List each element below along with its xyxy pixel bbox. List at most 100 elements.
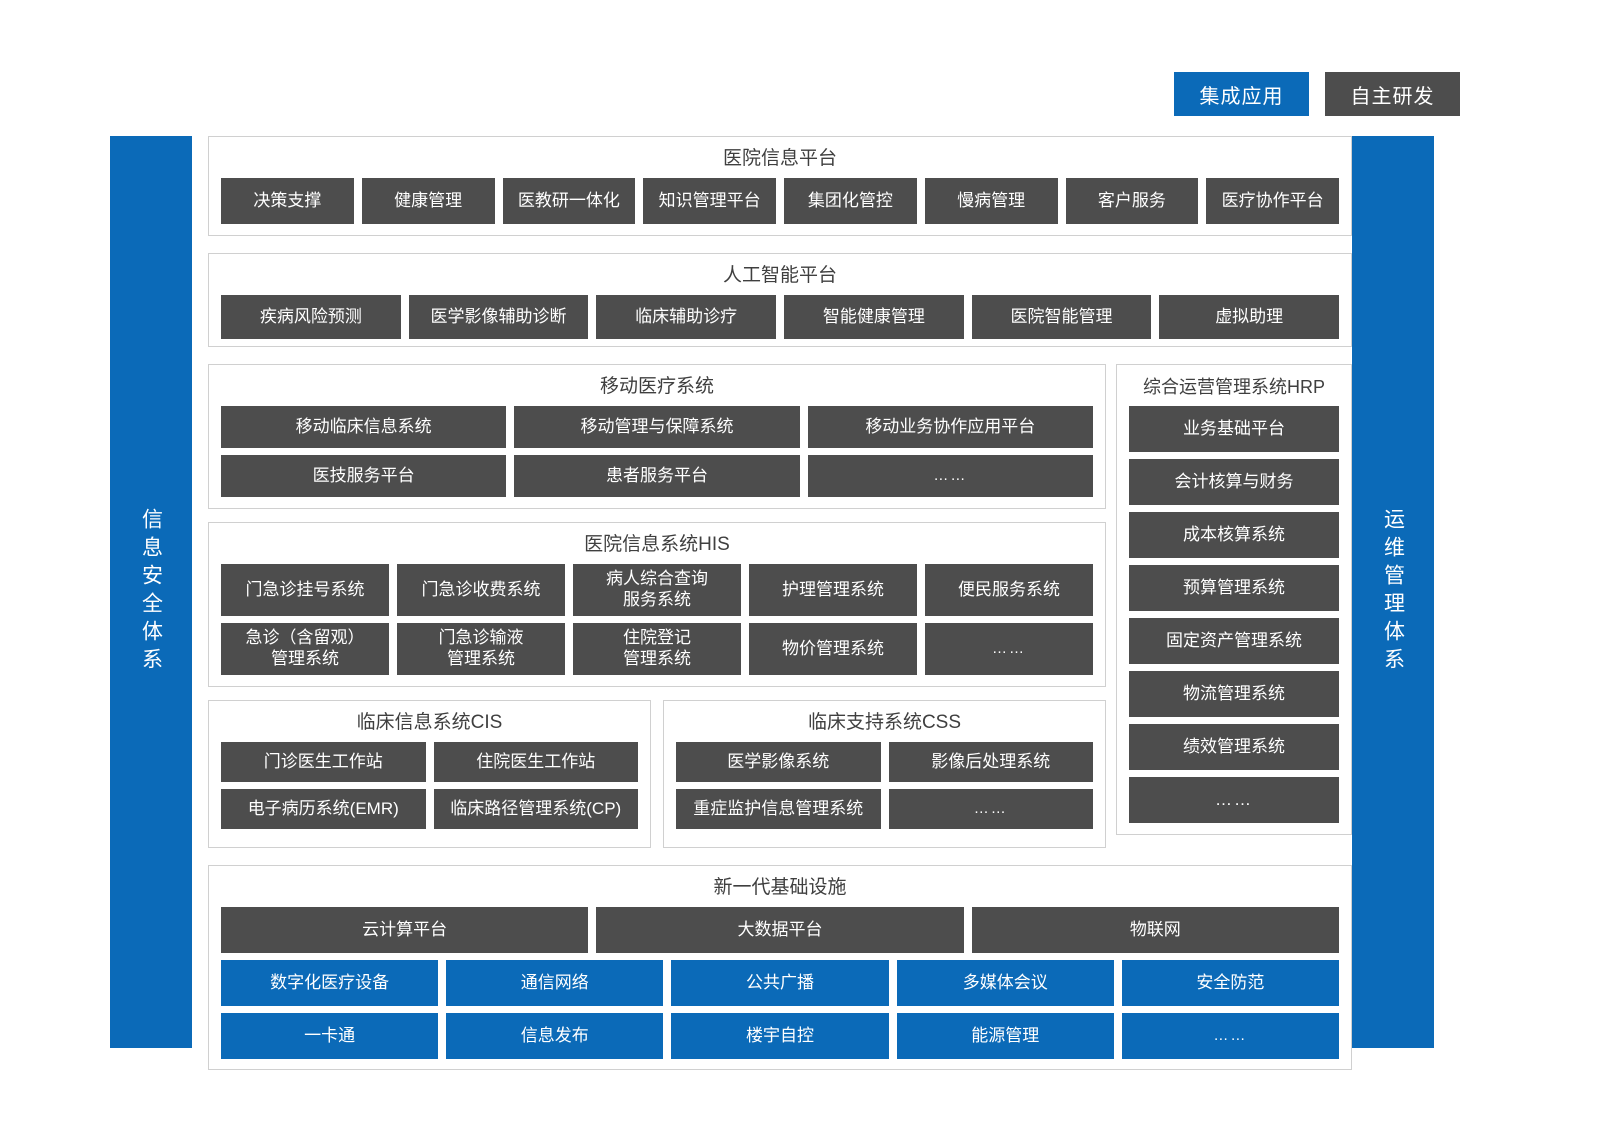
legend-self-developed: 自主研发 xyxy=(1325,72,1460,116)
panel-hospital-information-platform: 医院信息平台 决策支撑 健康管理 医教研一体化 知识管理平台 集团化管控 慢病管… xyxy=(208,136,1352,236)
item-performance-management-system[interactable]: 绩效管理系统 xyxy=(1129,724,1339,770)
item-inpatient-doctor-workstation[interactable]: 住院医生工作站 xyxy=(433,742,638,782)
legend: 集成应用 自主研发 xyxy=(1174,72,1460,116)
item-health-management[interactable]: 健康管理 xyxy=(361,178,495,224)
item-outpatient-charging-system[interactable]: 门急诊收费系统 xyxy=(397,564,565,616)
hrp-list: 业务基础平台 会计核算与财务 成本核算系统 预算管理系统 固定资产管理系统 物流… xyxy=(1129,406,1339,823)
panel-title-hospital-information-platform: 医院信息平台 xyxy=(722,148,837,169)
infra-row-1: 云计算平台 大数据平台 物联网 xyxy=(221,907,1339,953)
item-inpatient-registration-system[interactable]: 住院登记 管理系统 xyxy=(573,623,741,675)
hip-row: 决策支撑 健康管理 医教研一体化 知识管理平台 集团化管控 慢病管理 客户服务 … xyxy=(221,178,1339,224)
item-information-release[interactable]: 信息发布 xyxy=(446,1013,664,1059)
item-css-more[interactable]: …… xyxy=(888,789,1093,829)
item-communication-network[interactable]: 通信网络 xyxy=(446,960,664,1006)
panel-title-css: 临床支持系统CSS xyxy=(807,712,962,733)
item-mobile-management-support-system[interactable]: 移动管理与保障系统 xyxy=(514,406,800,448)
panel-title-infrastructure: 新一代基础设施 xyxy=(713,877,847,898)
item-cost-accounting-system[interactable]: 成本核算系统 xyxy=(1129,512,1339,558)
panel-title-his: 医院信息系统HIS xyxy=(584,534,730,555)
mobile-row-1: 移动临床信息系统 移动管理与保障系统 移动业务协作应用平台 xyxy=(221,406,1093,448)
item-mobile-clinical-information-system[interactable]: 移动临床信息系统 xyxy=(221,406,507,448)
item-internet-of-things[interactable]: 物联网 xyxy=(971,907,1339,953)
item-customer-service[interactable]: 客户服务 xyxy=(1065,178,1199,224)
his-row-2: 急诊（含留观） 管理系统 门急诊输液 管理系统 住院登记 管理系统 物价管理系统… xyxy=(221,623,1093,675)
item-mobile-more[interactable]: …… xyxy=(807,455,1093,497)
item-patient-inquiry-service-system[interactable]: 病人综合查询 服务系统 xyxy=(573,564,741,616)
legend-integrated-application: 集成应用 xyxy=(1174,72,1309,116)
item-outpatient-registration-system[interactable]: 门急诊挂号系统 xyxy=(221,564,389,616)
item-multimedia-conference[interactable]: 多媒体会议 xyxy=(896,960,1114,1006)
mid-region: 移动医疗系统 移动临床信息系统 移动管理与保障系统 移动业务协作应用平台 医技服… xyxy=(208,364,1352,848)
item-image-post-processing-system[interactable]: 影像后处理系统 xyxy=(888,742,1093,782)
item-medical-imaging-diagnosis[interactable]: 医学影像辅助诊断 xyxy=(408,295,589,339)
css-row-2: 重症监护信息管理系统 …… xyxy=(676,789,1093,829)
item-public-broadcasting[interactable]: 公共广播 xyxy=(671,960,889,1006)
mid-left-column: 移动医疗系统 移动临床信息系统 移动管理与保障系统 移动业务协作应用平台 医技服… xyxy=(208,364,1106,848)
item-budget-management-system[interactable]: 预算管理系统 xyxy=(1129,565,1339,611)
sidebar-left-label: 信息安全体系 xyxy=(139,508,163,676)
panel-title-cis: 临床信息系统CIS xyxy=(356,712,503,733)
item-chronic-disease-management[interactable]: 慢病管理 xyxy=(924,178,1058,224)
his-row-1: 门急诊挂号系统 门急诊收费系统 病人综合查询 服务系统 护理管理系统 便民服务系… xyxy=(221,564,1093,616)
item-icu-information-system[interactable]: 重症监护信息管理系统 xyxy=(676,789,881,829)
sidebar-operations-management: 运维管理体系 xyxy=(1352,136,1434,1048)
infra-row-2: 数字化医疗设备 通信网络 公共广播 多媒体会议 安全防范 xyxy=(221,960,1340,1006)
item-emergency-observation-system[interactable]: 急诊（含留观） 管理系统 xyxy=(221,623,389,675)
item-medical-education-research[interactable]: 医教研一体化 xyxy=(502,178,636,224)
panel-mobile-medical-system: 移动医疗系统 移动临床信息系统 移动管理与保障系统 移动业务协作应用平台 医技服… xyxy=(208,364,1106,509)
item-his-more[interactable]: …… xyxy=(925,623,1093,675)
item-outpatient-infusion-system[interactable]: 门急诊输液 管理系统 xyxy=(397,623,565,675)
item-clinical-pathway-system[interactable]: 临床路径管理系统(CP) xyxy=(433,789,638,829)
item-business-base-platform[interactable]: 业务基础平台 xyxy=(1129,406,1339,452)
item-group-management-control[interactable]: 集团化管控 xyxy=(784,178,917,224)
item-clinical-decision-support[interactable]: 临床辅助诊疗 xyxy=(596,295,777,339)
panel-title-hrp: 综合运营管理系统HRP xyxy=(1142,377,1325,397)
ai-row: 疾病风险预测 医学影像辅助诊断 临床辅助诊疗 智能健康管理 医院智能管理 虚拟助… xyxy=(221,295,1340,339)
item-cloud-computing-platform[interactable]: 云计算平台 xyxy=(221,907,589,953)
item-knowledge-management-platform[interactable]: 知识管理平台 xyxy=(643,178,776,224)
item-medical-technology-service-platform[interactable]: 医技服务平台 xyxy=(221,455,507,497)
panel-cis: 临床信息系统CIS 门诊医生工作站 住院医生工作站 电子病历系统(EMR) 临床… xyxy=(208,700,651,848)
item-outpatient-doctor-workstation[interactable]: 门诊医生工作站 xyxy=(221,742,426,782)
panel-ai-platform: 人工智能平台 疾病风险预测 医学影像辅助诊断 临床辅助诊疗 智能健康管理 医院智… xyxy=(208,253,1352,347)
panel-title-mobile-medical-system: 移动医疗系统 xyxy=(599,376,714,397)
panel-css: 临床支持系统CSS 医学影像系统 影像后处理系统 重症监护信息管理系统 …… xyxy=(663,700,1106,848)
item-mobile-business-collaboration-platform[interactable]: 移动业务协作应用平台 xyxy=(807,406,1093,448)
item-disease-risk-prediction[interactable]: 疾病风险预测 xyxy=(221,295,401,339)
item-infra-more[interactable]: …… xyxy=(1121,1013,1340,1059)
item-hospital-intelligent-management[interactable]: 医院智能管理 xyxy=(971,295,1152,339)
item-price-management-system[interactable]: 物价管理系统 xyxy=(749,623,917,675)
item-emr-system[interactable]: 电子病历系统(EMR) xyxy=(221,789,426,829)
item-patient-service-platform[interactable]: 患者服务平台 xyxy=(514,455,800,497)
item-energy-management[interactable]: 能源管理 xyxy=(896,1013,1114,1059)
item-logistics-management-system[interactable]: 物流管理系统 xyxy=(1129,671,1339,717)
mobile-row-2: 医技服务平台 患者服务平台 …… xyxy=(221,455,1093,497)
item-all-in-one-card[interactable]: 一卡通 xyxy=(221,1013,439,1059)
item-convenience-service-system[interactable]: 便民服务系统 xyxy=(925,564,1093,616)
item-fixed-asset-management-system[interactable]: 固定资产管理系统 xyxy=(1129,618,1339,664)
infra-row-3: 一卡通 信息发布 楼宇自控 能源管理 …… xyxy=(221,1013,1340,1059)
cis-row-1: 门诊医生工作站 住院医生工作站 xyxy=(221,742,638,782)
panel-infrastructure: 新一代基础设施 云计算平台 大数据平台 物联网 数字化医疗设备 通信网络 公共广… xyxy=(208,865,1352,1070)
item-accounting-finance[interactable]: 会计核算与财务 xyxy=(1129,459,1339,505)
item-medical-imaging-system[interactable]: 医学影像系统 xyxy=(676,742,881,782)
sidebar-right-label: 运维管理体系 xyxy=(1381,508,1405,676)
cis-css-region: 临床信息系统CIS 门诊医生工作站 住院医生工作站 电子病历系统(EMR) 临床… xyxy=(208,700,1106,848)
panel-title-ai-platform: 人工智能平台 xyxy=(722,265,837,286)
item-digital-medical-equipment[interactable]: 数字化医疗设备 xyxy=(221,960,439,1006)
item-virtual-assistant[interactable]: 虚拟助理 xyxy=(1159,295,1340,339)
panel-his: 医院信息系统HIS 门急诊挂号系统 门急诊收费系统 病人综合查询 服务系统 护理… xyxy=(208,522,1106,687)
item-nursing-management-system[interactable]: 护理管理系统 xyxy=(749,564,917,616)
panel-hrp: 综合运营管理系统HRP 业务基础平台 会计核算与财务 成本核算系统 预算管理系统… xyxy=(1116,364,1352,835)
sidebar-information-security: 信息安全体系 xyxy=(110,136,192,1048)
cis-row-2: 电子病历系统(EMR) 临床路径管理系统(CP) xyxy=(221,789,638,829)
item-big-data-platform[interactable]: 大数据平台 xyxy=(596,907,964,953)
item-building-automation[interactable]: 楼宇自控 xyxy=(671,1013,889,1059)
item-security-protection[interactable]: 安全防范 xyxy=(1121,960,1340,1006)
item-hrp-more[interactable]: …… xyxy=(1129,777,1339,823)
item-decision-support[interactable]: 决策支撑 xyxy=(221,178,354,224)
css-row-1: 医学影像系统 影像后处理系统 xyxy=(676,742,1093,782)
item-intelligent-health-management[interactable]: 智能健康管理 xyxy=(784,295,964,339)
item-medical-collaboration-platform[interactable]: 医疗协作平台 xyxy=(1206,178,1339,224)
